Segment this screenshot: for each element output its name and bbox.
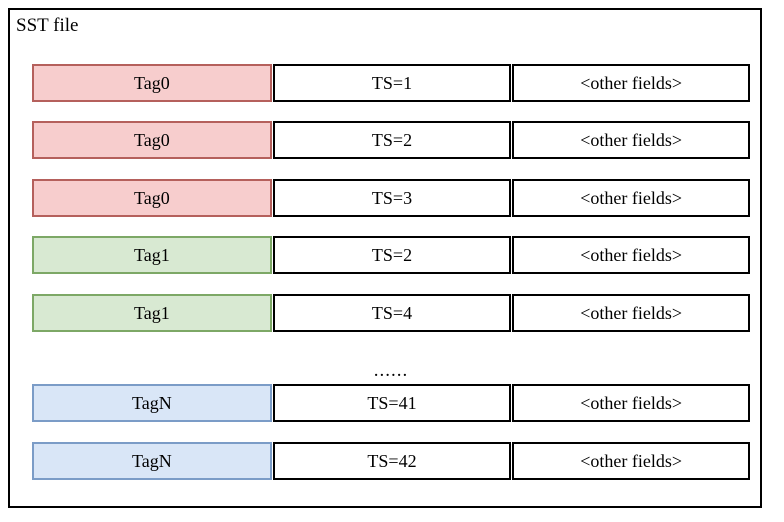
record-other-fields-cell: <other fields>: [512, 121, 751, 159]
record-tag-cell: Tag0: [32, 179, 272, 217]
record-other-fields-cell: <other fields>: [512, 294, 751, 332]
record-other-fields-cell: <other fields>: [512, 442, 751, 480]
record-timestamp-cell: TS=41: [272, 384, 512, 422]
record-timestamp-cell: TS=2: [272, 236, 512, 274]
record-row: Tag0 TS=2 <other fields>: [32, 121, 751, 159]
record-tag-cell: Tag0: [32, 121, 272, 159]
record-rows: Tag0 TS=1 <other fields> Tag0 TS=2 <othe…: [10, 10, 760, 506]
record-tag-cell: TagN: [32, 442, 272, 480]
record-tag-cell: TagN: [32, 384, 272, 422]
record-other-fields-cell: <other fields>: [512, 179, 751, 217]
ellipsis-row: ......: [32, 360, 750, 380]
record-other-fields-cell: <other fields>: [512, 64, 751, 102]
record-timestamp-cell: TS=3: [272, 179, 512, 217]
record-other-fields-cell: <other fields>: [512, 236, 751, 274]
record-row: TagN TS=42 <other fields>: [32, 442, 751, 480]
record-row: Tag1 TS=2 <other fields>: [32, 236, 751, 274]
record-timestamp-cell: TS=42: [272, 442, 512, 480]
record-timestamp-cell: TS=1: [272, 64, 512, 102]
record-row: Tag1 TS=4 <other fields>: [32, 294, 751, 332]
record-timestamp-cell: TS=4: [272, 294, 512, 332]
record-row: TagN TS=41 <other fields>: [32, 384, 751, 422]
record-row: Tag0 TS=1 <other fields>: [32, 64, 751, 102]
record-timestamp-cell: TS=2: [272, 121, 512, 159]
record-tag-cell: Tag1: [32, 236, 272, 274]
record-row: Tag0 TS=3 <other fields>: [32, 179, 751, 217]
ellipsis-text: ......: [373, 359, 409, 381]
sst-file-title: SST file: [16, 15, 79, 36]
record-tag-cell: Tag1: [32, 294, 272, 332]
sst-file-container: SST file Tag0 TS=1 <other fields> Tag0 T…: [8, 8, 762, 508]
record-other-fields-cell: <other fields>: [512, 384, 751, 422]
record-tag-cell: Tag0: [32, 64, 272, 102]
